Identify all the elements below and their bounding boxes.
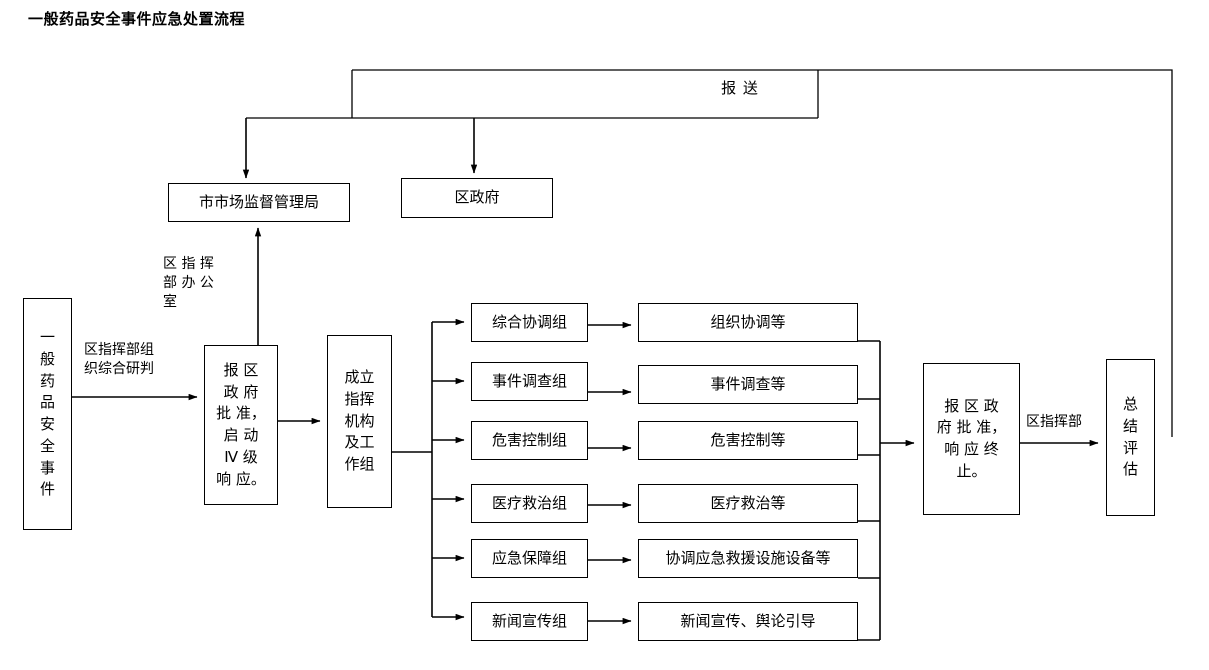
node-group-1[interactable]: 事件调查组 bbox=[471, 362, 588, 401]
node-approve-start-response[interactable]: 报 区 政 府 批 准， 启 动 Ⅳ 级 响 应。 bbox=[204, 345, 278, 505]
node-task-1-label: 事件调查等 bbox=[710, 374, 786, 393]
node-group-1-label: 事件调查组 bbox=[491, 371, 567, 390]
node-task-2[interactable]: 危害控制等 bbox=[638, 421, 858, 460]
node-summary-evaluation-label: 总 结 评 估 bbox=[1122, 395, 1138, 479]
node-incident-label: 一 般 药 品 安 全 事 件 bbox=[39, 328, 55, 499]
page-title: 一般药品安全事件应急处置流程 bbox=[28, 10, 246, 28]
node-task-5-label: 新闻宣传、舆论引导 bbox=[680, 611, 816, 630]
node-group-5[interactable]: 新闻宣传组 bbox=[471, 602, 588, 641]
node-setup-command-org-label: 成立 指挥 机构 及工 作组 bbox=[344, 368, 375, 474]
node-incident[interactable]: 一 般 药 品 安 全 事 件 bbox=[23, 298, 72, 530]
edge-label-comprehensive-research: 区指挥部组 织综合研判 bbox=[84, 342, 154, 377]
node-city-market-bureau[interactable]: 市市场监督管理局 bbox=[168, 183, 350, 222]
node-group-3-label: 医疗救治组 bbox=[491, 493, 567, 512]
node-group-0[interactable]: 综合协调组 bbox=[471, 303, 588, 342]
node-district-government-label: 区政府 bbox=[454, 188, 500, 207]
node-group-2-label: 危害控制组 bbox=[491, 430, 567, 449]
node-group-4[interactable]: 应急保障组 bbox=[471, 539, 588, 578]
node-summary-evaluation[interactable]: 总 结 评 估 bbox=[1106, 359, 1155, 516]
node-approve-start-response-label: 报 区 政 府 批 准， 启 动 Ⅳ 级 响 应。 bbox=[216, 360, 266, 488]
node-task-5[interactable]: 新闻宣传、舆论引导 bbox=[638, 602, 858, 641]
node-setup-command-org[interactable]: 成立 指挥 机构 及工 作组 bbox=[327, 335, 392, 508]
node-group-0-label: 综合协调组 bbox=[491, 312, 567, 331]
node-group-3[interactable]: 医疗救治组 bbox=[471, 484, 588, 523]
node-approve-end-response[interactable]: 报 区 政 府 批 准， 响 应 终 止。 bbox=[923, 363, 1020, 515]
node-task-3[interactable]: 医疗救治等 bbox=[638, 484, 858, 523]
edge-label-district-command-office: 区 指 挥 部 办 公 室 bbox=[163, 256, 214, 310]
node-task-4-label: 协调应急救援设施设备等 bbox=[665, 548, 831, 567]
node-group-2[interactable]: 危害控制组 bbox=[471, 421, 588, 460]
node-task-2-label: 危害控制等 bbox=[710, 430, 786, 449]
node-task-4[interactable]: 协调应急救援设施设备等 bbox=[638, 539, 858, 578]
node-group-5-label: 新闻宣传组 bbox=[491, 611, 567, 630]
node-task-0-label: 组织协调等 bbox=[710, 312, 786, 331]
node-approve-end-response-label: 报 区 政 府 批 准， 响 应 终 止。 bbox=[936, 396, 1007, 480]
node-district-government[interactable]: 区政府 bbox=[401, 178, 553, 218]
edge-label-report: 报 送 bbox=[721, 79, 759, 97]
node-task-0[interactable]: 组织协调等 bbox=[638, 303, 858, 342]
node-task-1[interactable]: 事件调查等 bbox=[638, 365, 858, 404]
node-task-3-label: 医疗救治等 bbox=[710, 493, 786, 512]
edge-label-district-command-dept: 区指挥部 bbox=[1026, 414, 1082, 430]
node-city-market-bureau-label: 市市场监督管理局 bbox=[198, 192, 319, 211]
node-group-4-label: 应急保障组 bbox=[491, 548, 567, 567]
